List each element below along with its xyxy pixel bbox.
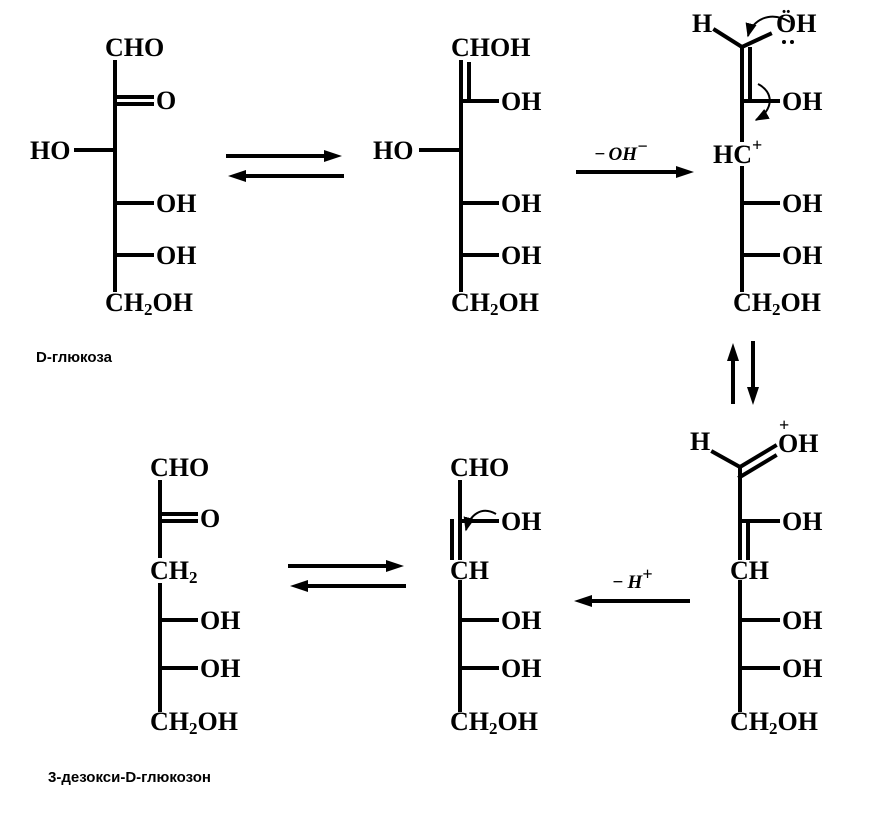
deoxyglucosone-c2-oxygen: O	[200, 504, 220, 533]
deoxyglucosone-c4-hydroxyl: OH	[200, 606, 240, 635]
enol-c6-label: CH2OH	[450, 707, 538, 738]
oxonium-c1-hydrogen: H	[690, 427, 710, 456]
deprotonation-label: −H+	[612, 564, 653, 593]
glucosone-c6-label: CH2OH	[105, 288, 193, 319]
enediol-c6-label: CH2OH	[451, 288, 539, 319]
molecule-glucosone: CHO O HO OH OH CH2OH D-глюкоза	[30, 33, 196, 366]
deoxyglucosone-c6-label: CH2OH	[150, 707, 238, 738]
dehydration-arrow: −OH−	[576, 136, 694, 178]
glucosone-c5-hydroxyl: OH	[156, 241, 196, 270]
carbocation-c4-hydroxyl: OH	[782, 189, 822, 218]
glucosone-name: D-глюкоза	[36, 349, 113, 366]
oxonium-c3-label: CH	[730, 556, 769, 585]
deprotonation-arrow: −H+	[574, 564, 690, 607]
enol-c1-label: CHO	[450, 453, 509, 482]
enediol-c2-hydroxyl: OH	[501, 87, 541, 116]
molecule-enediol: CHOH OH HO OH OH CH2OH	[373, 33, 541, 319]
carbocation-c5-hydroxyl: OH	[782, 241, 822, 270]
molecule-oxonium: H + OH OH CH OH OH CH2OH	[690, 415, 822, 738]
enol-c4-hydroxyl: OH	[501, 606, 541, 635]
enediol-c3-hydroxyl: HO	[373, 136, 413, 165]
deoxyglucosone-name: 3-дезокси-D-глюкозон	[48, 769, 211, 786]
carbocation-c2-hydroxyl: OH	[782, 87, 822, 116]
molecule-deoxyglucosone: CHO O CH2 OH OH CH2OH 3-дезокси-D-глюкоз…	[48, 453, 240, 786]
carbocation-c1-hydrogen: H	[692, 9, 712, 38]
equilibrium-arrow-1	[226, 150, 344, 182]
equilibrium-arrow-2	[288, 560, 406, 592]
deoxyglucosone-c3-label: CH2	[150, 556, 198, 587]
carbocation-c3-label: HC+	[713, 135, 762, 169]
enol-c5-hydroxyl: OH	[501, 654, 541, 683]
glucosone-c3-hydroxyl: HO	[30, 136, 70, 165]
enediol-c5-hydroxyl: OH	[501, 241, 541, 270]
oxonium-c2-hydroxyl: OH	[782, 507, 822, 536]
enediol-c4-hydroxyl: OH	[501, 189, 541, 218]
oxonium-c6-label: CH2OH	[730, 707, 818, 738]
glucosone-c1-label: CHO	[105, 33, 164, 62]
deoxyglucosone-c5-hydroxyl: OH	[200, 654, 240, 683]
deoxyglucosone-c1-label: CHO	[150, 453, 209, 482]
enol-c2-hydroxyl: OH	[501, 507, 541, 536]
oxonium-c4-hydroxyl: OH	[782, 606, 822, 635]
glucosone-c4-hydroxyl: OH	[156, 189, 196, 218]
carbocation-c6-label: CH2OH	[733, 288, 821, 319]
oxonium-c1-hydroxyl: OH	[778, 429, 818, 458]
glucosone-c2-oxygen: O	[156, 86, 176, 115]
molecule-carbocation: H ÖH OH HC+ OH OH CH2OH	[692, 9, 822, 319]
carbocation-c1-hydroxyl: ÖH	[776, 9, 816, 38]
oxonium-c5-hydroxyl: OH	[782, 654, 822, 683]
molecule-enol: CHO OH CH OH OH CH2OH	[450, 453, 541, 738]
enediol-c1-label: CHOH	[451, 33, 530, 62]
equilibrium-arrow-vertical	[727, 341, 759, 405]
enol-c3-label: CH	[450, 556, 489, 585]
oxonium-charge: +	[779, 415, 789, 435]
dehydration-label: −OH−	[594, 136, 648, 165]
